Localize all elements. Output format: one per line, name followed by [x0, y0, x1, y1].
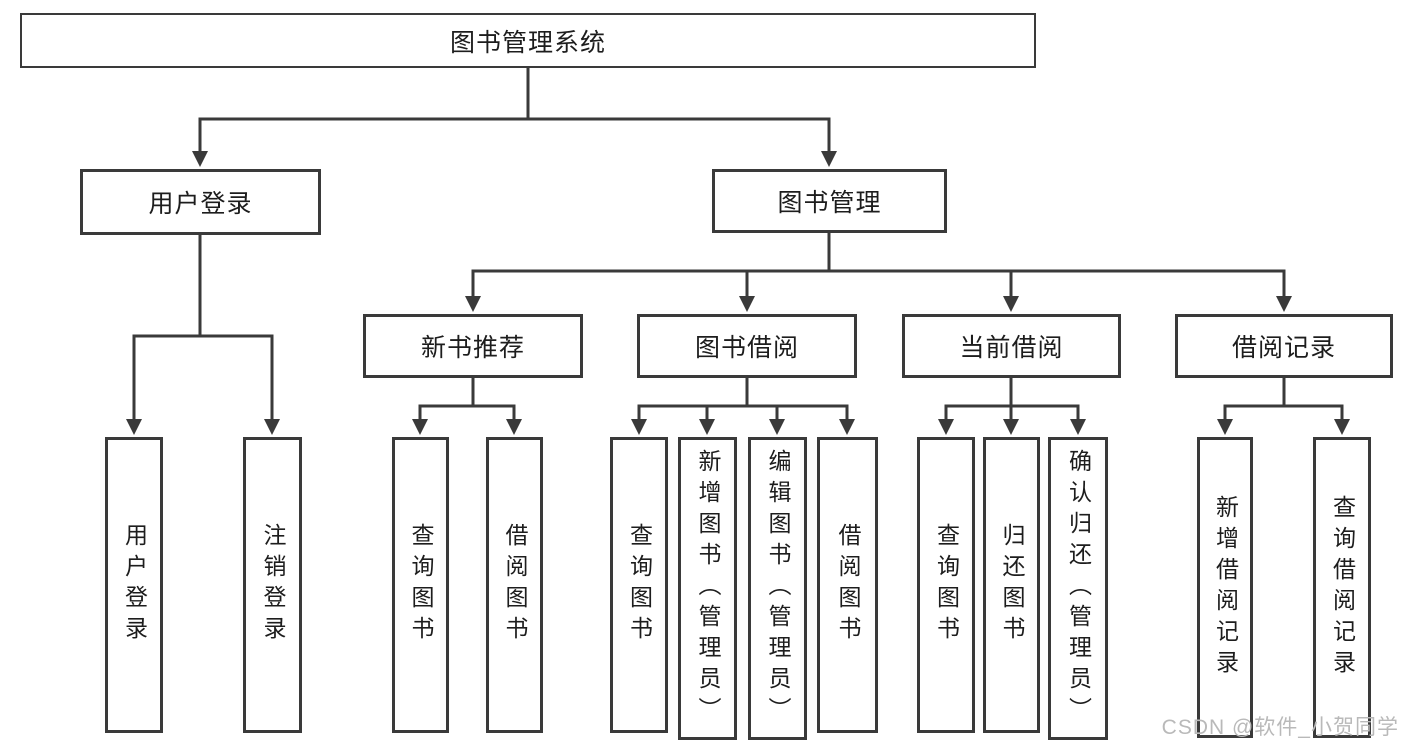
- leaf-bb-add-book-admin-label: 新增图书（管理员）: [695, 449, 721, 728]
- connector-current-borrow-to-leaves: [938, 378, 1086, 435]
- connector-root-to-level1: [192, 68, 837, 167]
- leaf-nb-borrow-book-label: 借阅图书: [502, 523, 528, 647]
- node-borrow-records: 借阅记录: [1175, 314, 1393, 378]
- leaf-nb-query-book: 查询图书: [392, 437, 449, 733]
- leaf-cb-confirm-return-admin: 确认归还（管理员）: [1048, 437, 1108, 740]
- node-new-book-rec-label: 新书推荐: [420, 334, 525, 362]
- leaf-cb-query-book: 查询图书: [917, 437, 975, 733]
- leaf-cb-query-book-label: 查询图书: [933, 523, 960, 647]
- node-book-mgmt-label: 图书管理: [777, 189, 882, 217]
- node-root: 图书管理系统: [20, 13, 1036, 68]
- connector-book-borrow-to-leaves: [631, 378, 855, 435]
- leaf-user-login: 用户登录: [105, 437, 163, 733]
- leaf-br-query-record: 查询借阅记录: [1313, 437, 1371, 738]
- leaf-logout: 注销登录: [243, 437, 302, 733]
- node-book-mgmt: 图书管理: [712, 169, 947, 233]
- leaf-logout-label: 注销登录: [260, 523, 286, 647]
- leaf-bb-query-book-label: 查询图书: [626, 523, 653, 647]
- node-new-book-rec: 新书推荐: [363, 314, 583, 378]
- node-book-borrow: 图书借阅: [637, 314, 857, 378]
- leaf-bb-borrow-book-label: 借阅图书: [835, 523, 861, 647]
- csdn-watermark: CSDN @软件_小贺同学: [1161, 716, 1399, 739]
- node-borrow-records-label: 借阅记录: [1231, 334, 1336, 362]
- leaf-br-add-record-label: 新增借阅记录: [1212, 494, 1239, 681]
- connector-borrow-records-to-leaves: [1217, 378, 1350, 435]
- leaf-br-add-record: 新增借阅记录: [1197, 437, 1253, 738]
- node-book-borrow-label: 图书借阅: [694, 334, 799, 362]
- node-user-login-label: 用户登录: [148, 190, 253, 218]
- node-user-login: 用户登录: [80, 169, 321, 235]
- leaf-nb-borrow-book: 借阅图书: [486, 437, 543, 733]
- leaf-nb-query-book-label: 查询图书: [408, 523, 434, 647]
- connector-new-book-rec-to-leaves: [412, 378, 522, 435]
- node-current-borrow-label: 当前借阅: [959, 334, 1064, 362]
- leaf-cb-confirm-return-admin-label: 确认归还（管理员）: [1065, 449, 1092, 728]
- leaf-br-query-record-label: 查询借阅记录: [1329, 494, 1356, 681]
- leaf-bb-query-book: 查询图书: [610, 437, 668, 733]
- leaf-cb-return-book: 归还图书: [983, 437, 1040, 733]
- leaf-cb-return-book-label: 归还图书: [999, 523, 1025, 647]
- leaf-user-login-label: 用户登录: [121, 523, 148, 647]
- leaf-bb-add-book-admin: 新增图书（管理员）: [678, 437, 737, 740]
- connector-book-mgmt-to-sections: [465, 233, 1292, 312]
- node-root-label: 图书管理系统: [449, 28, 606, 57]
- leaf-bb-edit-book-admin-label: 编辑图书（管理员）: [765, 449, 791, 728]
- connector-user-login-to-leaves: [126, 235, 280, 435]
- leaf-bb-borrow-book: 借阅图书: [817, 437, 878, 733]
- node-current-borrow: 当前借阅: [902, 314, 1121, 378]
- leaf-bb-edit-book-admin: 编辑图书（管理员）: [748, 437, 807, 740]
